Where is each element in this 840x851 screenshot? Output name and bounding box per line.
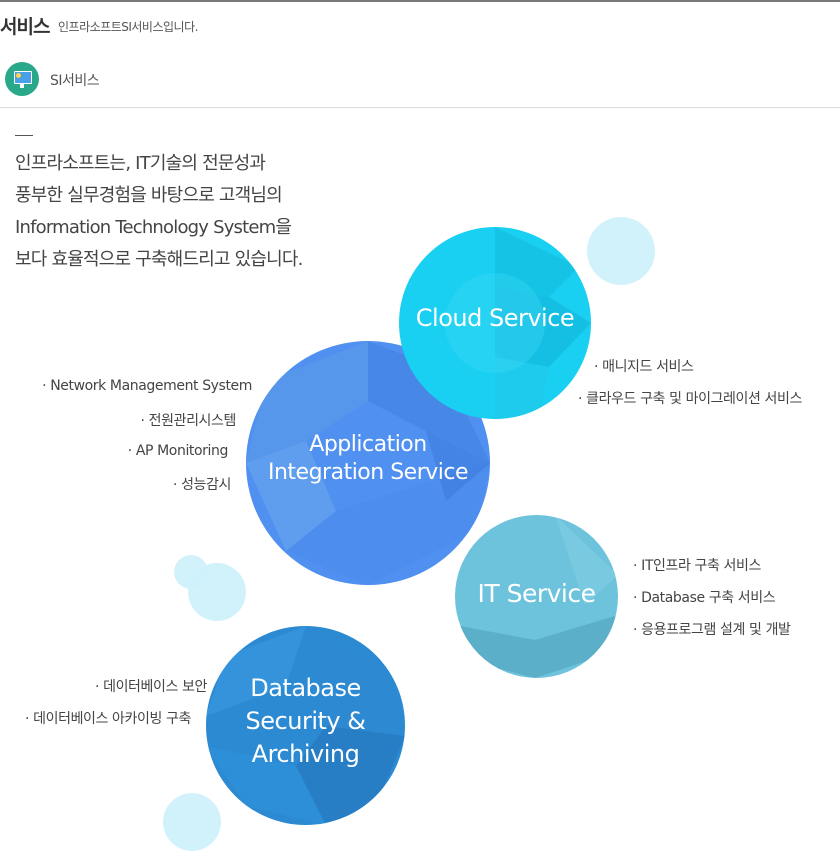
list-item: · 클라우드 구축 및 마이그레이션 서비스: [578, 391, 802, 407]
circle-pattern: [455, 515, 618, 678]
intro-dash: [15, 135, 33, 136]
list-item: · Database 구축 서비스: [633, 590, 776, 606]
decor-bubble: [174, 555, 208, 589]
circle-pattern: [206, 626, 405, 825]
decor-bubble: [587, 217, 655, 285]
decor-bubble: [163, 793, 221, 851]
application-service-title: Application Integration Service: [267, 432, 469, 485]
cloud-service-list: · 매니지드 서비스 · 클라우드 구축 및 마이그레이션 서비스: [578, 356, 837, 416]
intro-line: Information Technology System을: [15, 217, 292, 238]
circle-pattern: [445, 227, 591, 419]
section-divider: [0, 107, 840, 108]
cloud-service-title: Cloud Service: [415, 304, 575, 332]
section-label: SI서비스: [50, 73, 100, 89]
page-subtitle: 인프라소프트SI서비스입니다.: [58, 20, 198, 34]
top-rule: [0, 0, 840, 2]
intro-line: 풍부한 실무경험을 바탕으로 고객님의: [15, 185, 283, 206]
list-item: · 매니지드 서비스: [594, 359, 694, 375]
database-service-title: Database Security & Archiving: [245, 674, 366, 768]
monitor-icon: [5, 62, 39, 96]
list-item: · IT인프라 구축 서비스: [633, 558, 761, 574]
list-item: · AP Monitoring: [127, 443, 229, 459]
application-service-list: · Network Management System · 전원관리시스템 · …: [0, 378, 252, 498]
intro-line: 인프라소프트는, IT기술의 전문성과: [15, 153, 266, 174]
list-item: · 전원관리시스템: [140, 413, 237, 429]
it-service-title: IT Service: [477, 579, 597, 608]
list-item: · 데이터베이스 아카이빙 구축: [25, 711, 191, 727]
database-service-circle[interactable]: Database Security & Archiving: [206, 626, 405, 825]
page-title: 서비스: [0, 16, 50, 38]
application-service-circle[interactable]: Application Integration Service: [246, 341, 490, 585]
list-item: · 데이터베이스 보안: [95, 679, 207, 695]
cloud-service-circle[interactable]: Cloud Service: [399, 227, 591, 419]
it-service-circle[interactable]: IT Service: [455, 515, 618, 678]
circle-pattern: [246, 341, 490, 585]
intro-line: 보다 효율적으로 구축해드리고 있습니다.: [15, 249, 303, 270]
database-service-list: · 데이터베이스 보안 · 데이터베이스 아카이빙 구축: [0, 676, 207, 731]
intro-text: 인프라소프트는, IT기술의 전문성과 풍부한 실무경험을 바탕으로 고객님의 …: [15, 148, 345, 276]
it-service-list: · IT인프라 구축 서비스 · Database 구축 서비스 · 응용프로그…: [633, 555, 838, 645]
list-item: · 응용프로그램 설계 및 개발: [633, 622, 791, 638]
list-item: · 성능감시: [172, 477, 231, 493]
list-item: · Network Management System: [42, 378, 252, 394]
